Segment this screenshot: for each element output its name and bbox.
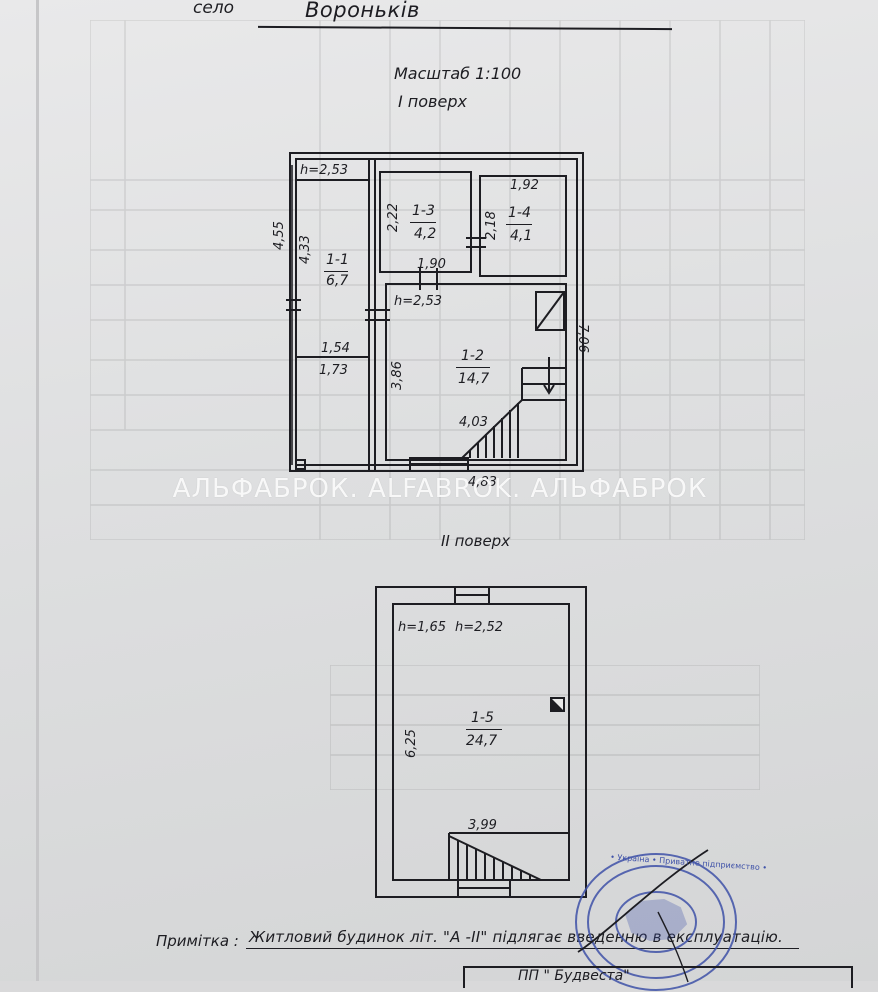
show-through-signature-box bbox=[330, 665, 760, 790]
title-block-box bbox=[463, 966, 853, 988]
village-label: село bbox=[193, 0, 235, 18]
page-margin-line bbox=[36, 0, 39, 981]
room-1-5-divider bbox=[466, 729, 502, 730]
room-1-3-area: 4,2 bbox=[414, 226, 437, 242]
room-1-1-id: 1-1 bbox=[326, 252, 349, 268]
dim-399: 3,99 bbox=[468, 818, 497, 833]
room-1-4-divider bbox=[506, 224, 532, 225]
room-1-4-area: 4,1 bbox=[510, 228, 533, 244]
note-underline bbox=[246, 948, 799, 949]
dim-192: 1,92 bbox=[510, 178, 539, 193]
show-through-table bbox=[90, 20, 805, 540]
dim-173: 1,73 bbox=[319, 363, 348, 378]
floor2-title: II поверх bbox=[441, 532, 511, 550]
note-text: Житловий будинок літ. "А -ІІ" підлягає в… bbox=[249, 928, 783, 946]
floor2-h2: h=2,52 bbox=[455, 620, 504, 635]
room-1-3-divider bbox=[410, 222, 436, 223]
watermark: АЛЬФАБРОК. ALFABROK. АЛЬФАБРОК bbox=[172, 474, 708, 504]
room-1-1-divider bbox=[324, 271, 348, 272]
room-1-5-id: 1-5 bbox=[471, 710, 494, 726]
room-1-5-area: 24,7 bbox=[466, 733, 498, 749]
dim-403: 4,03 bbox=[459, 415, 488, 430]
floor2-h1: h=1,65 bbox=[398, 620, 447, 635]
title-block-text: ПП " Будвеста" bbox=[518, 968, 630, 984]
floor1-h-center: h=2,53 bbox=[394, 294, 443, 309]
room-1-2-divider bbox=[456, 367, 490, 368]
room-1-3-id: 1-3 bbox=[412, 203, 435, 219]
scale-label: Масштаб 1:100 bbox=[394, 64, 522, 83]
room-1-4-id: 1-4 bbox=[508, 205, 531, 221]
floor1-h-left: h=2,53 bbox=[300, 163, 349, 178]
room-1-1-area: 6,7 bbox=[326, 273, 349, 289]
note-label: Примітка : bbox=[156, 932, 239, 950]
village-name: Вороньків bbox=[305, 0, 420, 22]
dim-625: 6,25 bbox=[404, 729, 419, 758]
floor1-title: I поверх bbox=[398, 92, 467, 111]
room-1-2-id: 1-2 bbox=[461, 348, 484, 364]
dim-190: 1,90 bbox=[417, 257, 446, 272]
dim-154: 1,54 bbox=[321, 341, 350, 356]
room-1-2-area: 14,7 bbox=[458, 371, 490, 387]
dim-483: 4,83 bbox=[468, 475, 497, 490]
